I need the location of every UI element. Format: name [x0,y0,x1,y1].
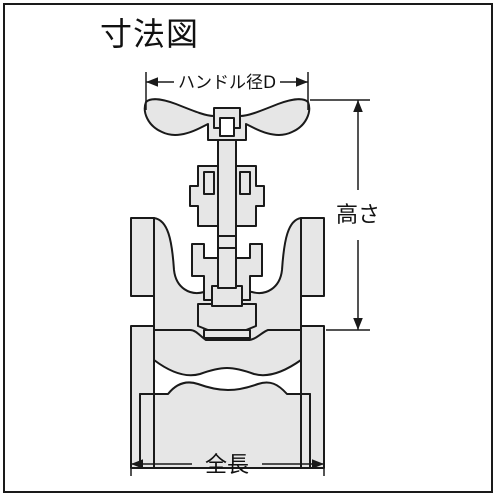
seat-plate [203,329,251,339]
left-foot [139,393,155,469]
right-flange [300,217,325,297]
right-foot [300,393,311,469]
diagram-title: 寸法図 [100,15,200,53]
valve-disc [197,303,257,331]
left-flange [130,217,155,297]
body-cavity [153,359,302,395]
handle-diameter-label: ハンドル径D [178,73,276,93]
overall-length-label: 全長 [205,453,249,478]
gland-bolt-right [239,171,251,195]
gland-bolt-left [203,171,215,195]
height-label: 高さ [336,203,380,228]
body-center-line [154,329,301,341]
stem [217,131,237,289]
handwheel-hub [219,117,235,137]
